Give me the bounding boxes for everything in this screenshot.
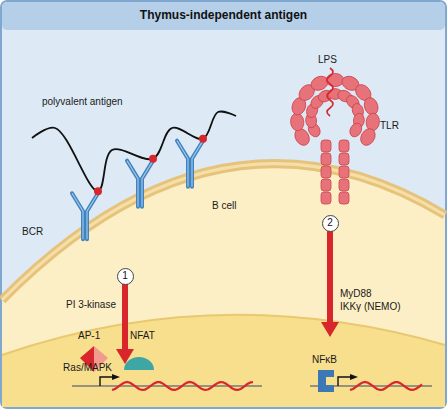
antigen-group (32, 112, 236, 196)
polyvalent-antigen-strand (32, 112, 236, 192)
bcr-chain (177, 141, 203, 187)
epitope-dot (199, 135, 207, 143)
arrow-head (321, 322, 339, 337)
callout-number: 1 (122, 271, 128, 281)
text-label: LPS (318, 54, 337, 65)
cell-membrane (2, 164, 445, 300)
tlr-stem (321, 140, 331, 152)
promoter-arrowhead (350, 374, 358, 380)
tlr-stem (339, 166, 349, 178)
text-label: TLR (380, 120, 399, 131)
bcr-chain (127, 161, 153, 207)
epitope-dot (149, 155, 157, 163)
b-cell-cytoplasm (2, 164, 445, 407)
tlr-repeat (348, 121, 365, 139)
tlr-stem (339, 153, 349, 165)
bcr-receptor (177, 141, 203, 187)
bcr-chain (72, 193, 98, 239)
nfkb-factor (318, 370, 334, 392)
bcr-highlight (72, 193, 98, 239)
arrow-shaft (327, 231, 333, 323)
tlr-stem (321, 192, 331, 204)
callout-number: 2 (327, 218, 333, 228)
tlr-stem (321, 153, 331, 165)
cell-membrane-inner (2, 164, 445, 300)
arrow-shaft (122, 284, 128, 350)
text-label: Ras/MAPK (63, 362, 112, 373)
signal-arrow-2 (321, 231, 339, 337)
tlr-stem (339, 140, 349, 152)
nfat-factor (124, 357, 154, 370)
text-label: NFAT (130, 330, 155, 341)
nuclear-membrane (2, 315, 445, 355)
text-label: B cell (212, 200, 236, 211)
promoter-arrow (100, 377, 113, 386)
bcr-receptor (72, 193, 98, 239)
tlr-stem (321, 179, 331, 191)
transcript-wave (112, 382, 253, 390)
nucleus (2, 315, 445, 407)
tlr-stem (339, 192, 349, 204)
tlr-stem (321, 166, 331, 178)
dna-group (72, 374, 432, 390)
text-label: NFκB (312, 354, 337, 365)
text-label: MyD88 (340, 288, 372, 299)
callout-circle: 2 (322, 215, 339, 232)
tlr-repeat (365, 113, 380, 132)
text-label: PI 3-kinase (66, 299, 116, 310)
tlr-repeat (326, 73, 344, 86)
text-label: polyvalent antigen (42, 96, 123, 107)
tlr-repeat (290, 113, 305, 132)
callout-circle: 1 (117, 268, 134, 285)
text-label: AP-1 (78, 330, 100, 341)
diagram-title: Thymus-independent antigen (0, 0, 447, 30)
promoter-arrow (338, 377, 351, 386)
tlr-stem (339, 179, 349, 191)
lps-molecule (327, 68, 333, 116)
tlr-group (290, 73, 381, 204)
signal-arrow-1 (116, 284, 134, 364)
text-label: BCR (22, 226, 43, 237)
bcr-highlight (177, 141, 203, 187)
promoter-arrowhead (112, 374, 120, 380)
text-label: IKKγ (NEMO) (340, 301, 401, 312)
epitope-dot (94, 187, 102, 195)
bcr-receptor (127, 161, 153, 207)
transcript-wave (350, 382, 422, 390)
bcr-highlight (127, 161, 153, 207)
